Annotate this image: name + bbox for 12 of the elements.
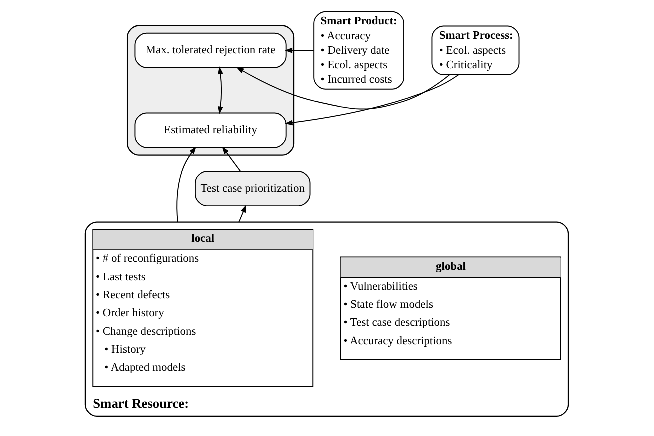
arrow (218, 66, 224, 114)
arrow (284, 48, 314, 54)
node-box: Max. tolerated rejection rate (134, 32, 287, 68)
node-box: Smart Process: • Ecol. aspects • Criticality (432, 26, 520, 76)
node-box: Test case prioritization (195, 171, 311, 207)
arrow (238, 205, 246, 223)
arrow (285, 74, 460, 126)
arrow (222, 146, 242, 172)
node-box: Smart Product: • Accuracy • Delivery date • Ecol. aspects • Incurred costs (314, 11, 404, 90)
arrow (176, 146, 196, 223)
arrow (236, 67, 450, 110)
node-box: Estimated reliability (134, 112, 287, 148)
